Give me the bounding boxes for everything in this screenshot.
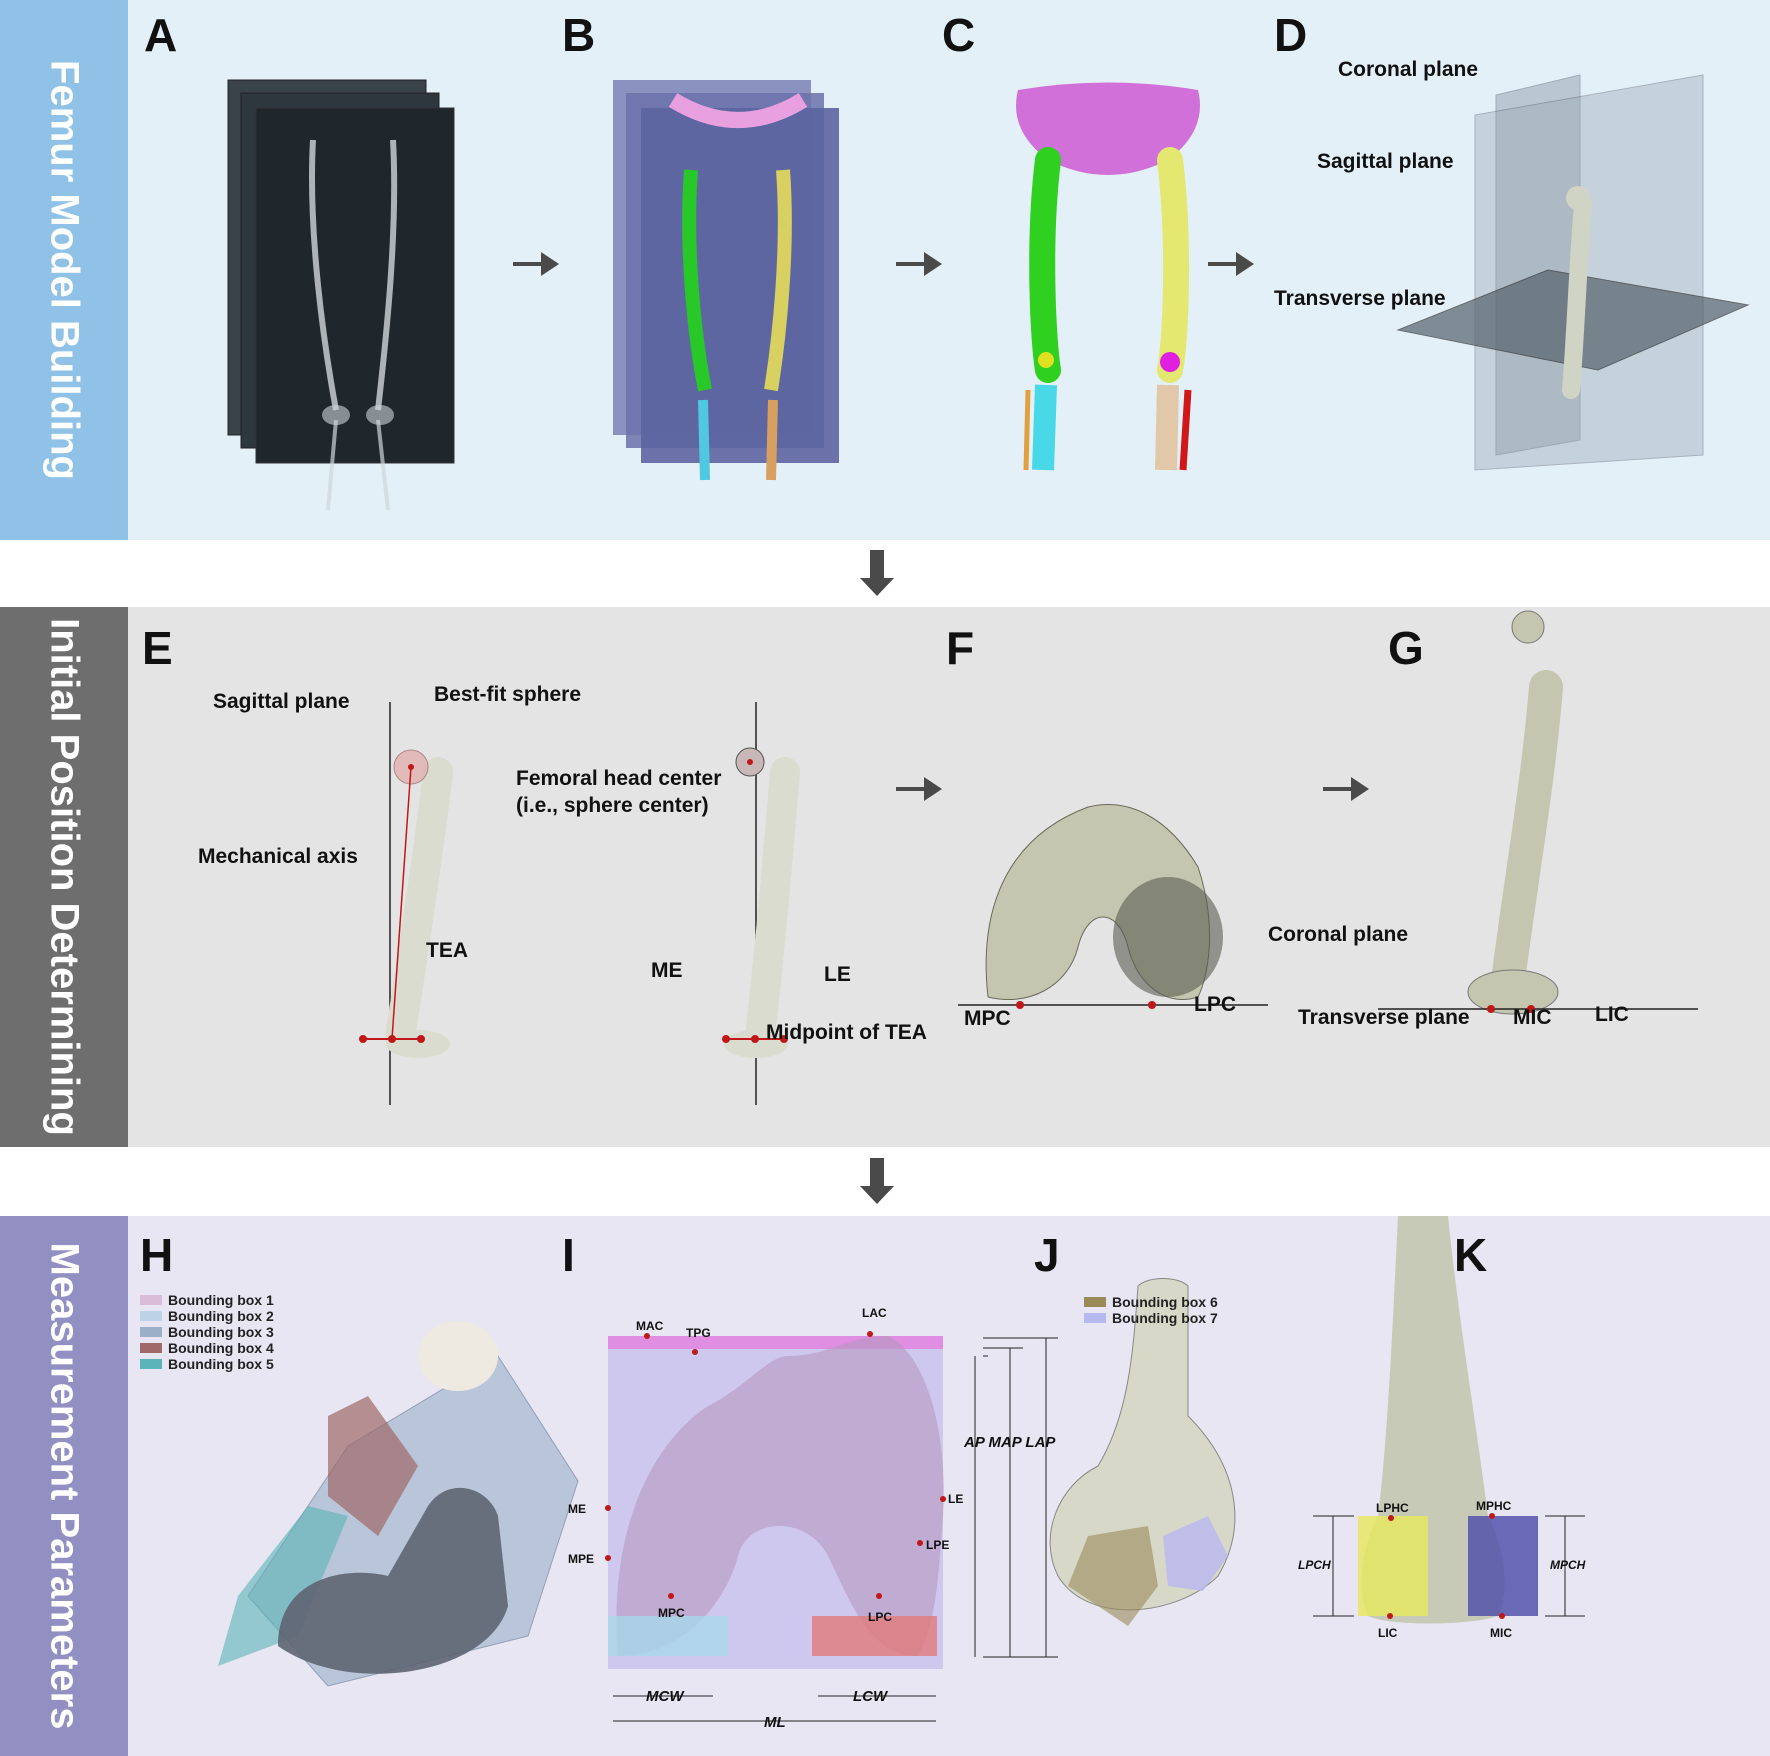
sagittal-plane-label: Sagittal plane — [213, 690, 350, 713]
section-measurement-parameters: Measurement Parameters — [0, 1216, 1770, 1756]
legend-swatch — [1084, 1297, 1106, 1307]
coronal-plane-label: Coronal plane — [1338, 58, 1479, 81]
legend-j: Bounding box 6 Bounding box 7 — [1084, 1294, 1218, 1326]
lic-label: LIC — [1595, 1003, 1629, 1026]
segmented-slice-stack — [613, 80, 839, 481]
section-label-bar: Initial Position Determining — [0, 607, 128, 1147]
bounding-boxes-3d — [218, 1321, 579, 1687]
lpch-label: LPCH — [1298, 1558, 1331, 1572]
down-arrow-1 — [860, 550, 894, 596]
mac-label: MAC — [636, 1319, 664, 1333]
lic-label: LIC — [1378, 1626, 1398, 1640]
mic-label: MIC — [1490, 1626, 1512, 1640]
tea-label: TEA — [426, 939, 468, 962]
transverse-plane-label: Transverse plane — [1298, 1006, 1470, 1029]
panel-label-d: D — [1274, 9, 1308, 61]
panel-label-i: I — [562, 1229, 575, 1281]
panel-row-3: H I J K Bounding box 1 Bounding box 2 Bo… — [128, 1216, 1770, 1756]
legend-swatch — [140, 1311, 162, 1321]
sphere-center-label: (i.e., sphere center) — [516, 794, 709, 817]
lac-label: LAC — [862, 1306, 887, 1320]
legend-item: Bounding box 1 — [140, 1292, 274, 1308]
legend-swatch — [140, 1295, 162, 1305]
mphc-label: MPHC — [1476, 1499, 1512, 1513]
lpe-label: LPE — [926, 1538, 950, 1552]
lpc-label: LPC — [1194, 993, 1236, 1016]
sagittal-plane-label: Sagittal plane — [1317, 150, 1454, 173]
panel-label-b: B — [562, 9, 596, 61]
mpe-label: MPE — [568, 1552, 595, 1566]
condyle-boxes-j — [1049, 1278, 1236, 1626]
ml-label: ML — [764, 1714, 786, 1731]
legend-item: Bounding box 4 — [140, 1340, 274, 1356]
down-arrow-2 — [860, 1158, 894, 1204]
me-label: ME — [651, 959, 683, 982]
anatomical-planes — [1396, 74, 1750, 471]
femur-with-axis — [359, 702, 453, 1105]
legend-item: Bounding box 3 — [140, 1324, 274, 1340]
section-title: Measurement Parameters — [42, 1242, 87, 1730]
section-initial-position: Initial Position Determining — [0, 607, 1770, 1147]
lphc-label: LPHC — [1376, 1501, 1409, 1515]
mechanical-axis-label: Mechanical axis — [198, 845, 358, 868]
ap-map-lap-label: AP MAP LAP — [964, 1434, 1056, 1451]
legend-swatch — [140, 1343, 162, 1353]
panel-row-2: E F G Sagittal plane Best-fit sphere Mec… — [128, 607, 1770, 1147]
section-femur-model-building: Femur Model Building — [0, 0, 1770, 540]
femur-transverse — [1378, 610, 1698, 1015]
midpoint-tea-label: Midpoint of TEA — [766, 1021, 927, 1044]
legend-item: Bounding box 7 — [1084, 1310, 1218, 1326]
panel-label-g: G — [1388, 622, 1424, 674]
row1-illustration — [227, 74, 1750, 511]
distal-femur-axial-measurement — [605, 1331, 1058, 1722]
femur-with-landmarks — [722, 702, 800, 1105]
section-title: Initial Position Determining — [42, 618, 87, 1136]
transverse-plane-label: Transverse plane — [1274, 287, 1446, 310]
lpc-label: LPC — [868, 1610, 892, 1624]
mpc-label: MPC — [964, 1007, 1011, 1030]
panel-row-1: A B C D Coronal plane Sagittal plane Tra… — [128, 0, 1770, 540]
row3-illustration — [218, 1216, 1585, 1722]
section-label-bar: Measurement Parameters — [0, 1216, 128, 1756]
panel-label-e: E — [142, 622, 173, 674]
legend-h: Bounding box 1 Bounding box 2 Bounding b… — [140, 1292, 274, 1372]
legend-item: Bounding box 2 — [140, 1308, 274, 1324]
legend-swatch — [140, 1327, 162, 1337]
distal-femur-coronal — [958, 804, 1268, 1009]
mpc-label: MPC — [658, 1606, 685, 1620]
row2-illustration — [359, 610, 1698, 1105]
legend-swatch — [140, 1359, 162, 1369]
posterior-condyles-k — [1313, 1216, 1585, 1624]
panel-label-a: A — [144, 9, 178, 61]
legend-item: Bounding box 6 — [1084, 1294, 1218, 1310]
panel-label-h: H — [140, 1229, 174, 1281]
legend-item: Bounding box 5 — [140, 1356, 274, 1372]
panel-label-j: J — [1034, 1229, 1060, 1281]
best-fit-sphere-label: Best-fit sphere — [434, 683, 582, 706]
panel-label-f: F — [946, 622, 975, 674]
coronal-plane-label: Coronal plane — [1268, 923, 1409, 946]
lcw-label: LCW — [853, 1688, 888, 1705]
femoral-head-center-label: Femoral head center — [516, 767, 722, 790]
panel-label-k: K — [1454, 1229, 1488, 1281]
mic-label: MIC — [1513, 1006, 1552, 1029]
tpg-label: TPG — [686, 1326, 711, 1340]
ct-slice-stack — [227, 79, 455, 511]
mpch-label: MPCH — [1550, 1558, 1586, 1572]
panel-label-c: C — [942, 9, 976, 61]
le-label: LE — [824, 963, 851, 986]
mcw-label: MCW — [646, 1688, 684, 1705]
3d-bone-model — [1016, 82, 1200, 471]
section-label-bar: Femur Model Building — [0, 0, 128, 540]
le-label: LE — [948, 1492, 964, 1506]
me-label: ME — [568, 1502, 586, 1516]
legend-swatch — [1084, 1313, 1106, 1323]
